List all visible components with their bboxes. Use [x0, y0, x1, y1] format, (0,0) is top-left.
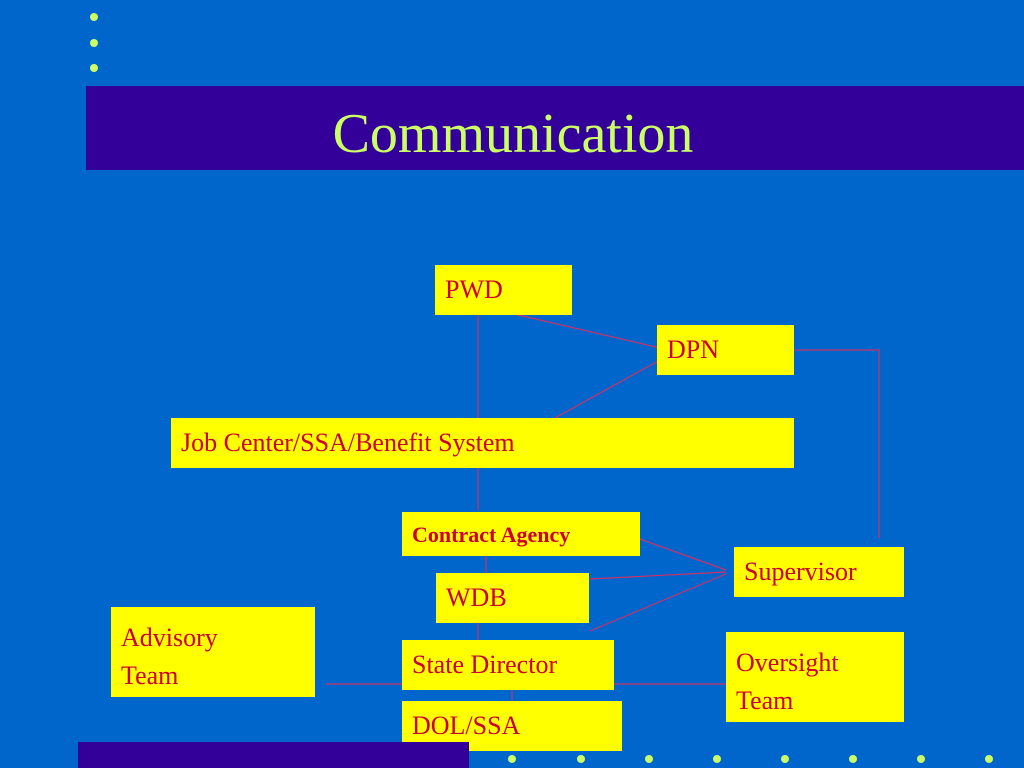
- decorative-dot: [713, 755, 721, 763]
- decorative-dot: [577, 755, 585, 763]
- connector-contract-supervisor: [625, 533, 727, 571]
- decorative-dot: [90, 64, 98, 72]
- decorative-dot: [781, 755, 789, 763]
- decorative-dot: [508, 755, 516, 763]
- connector-dpn-supervisor: [795, 349, 880, 538]
- title-band: Communication: [86, 86, 1024, 170]
- connector-supervisor-statedirector: [589, 573, 727, 632]
- node-dpn: DPN: [657, 325, 794, 375]
- bottom-band: [78, 742, 469, 768]
- node-contract-agency: Contract Agency: [402, 512, 640, 556]
- node-state-director: State Director: [402, 640, 614, 690]
- decorative-dot: [849, 755, 857, 763]
- slide-title: Communication: [332, 103, 694, 165]
- node-job-center: Job Center/SSA/Benefit System: [171, 418, 794, 468]
- decorative-dot: [985, 755, 993, 763]
- decorative-dot: [645, 755, 653, 763]
- decorative-dot: [917, 755, 925, 763]
- node-oversight-team: Oversight Team: [726, 632, 904, 722]
- decorative-dot: [90, 13, 98, 21]
- node-advisory-team: Advisory Team: [111, 607, 315, 697]
- node-wdb: WDB: [436, 573, 589, 623]
- decorative-dot: [90, 39, 98, 47]
- node-pwd: PWD: [435, 265, 572, 315]
- node-supervisor: Supervisor: [734, 547, 904, 597]
- connector-wdb-supervisor: [589, 571, 727, 580]
